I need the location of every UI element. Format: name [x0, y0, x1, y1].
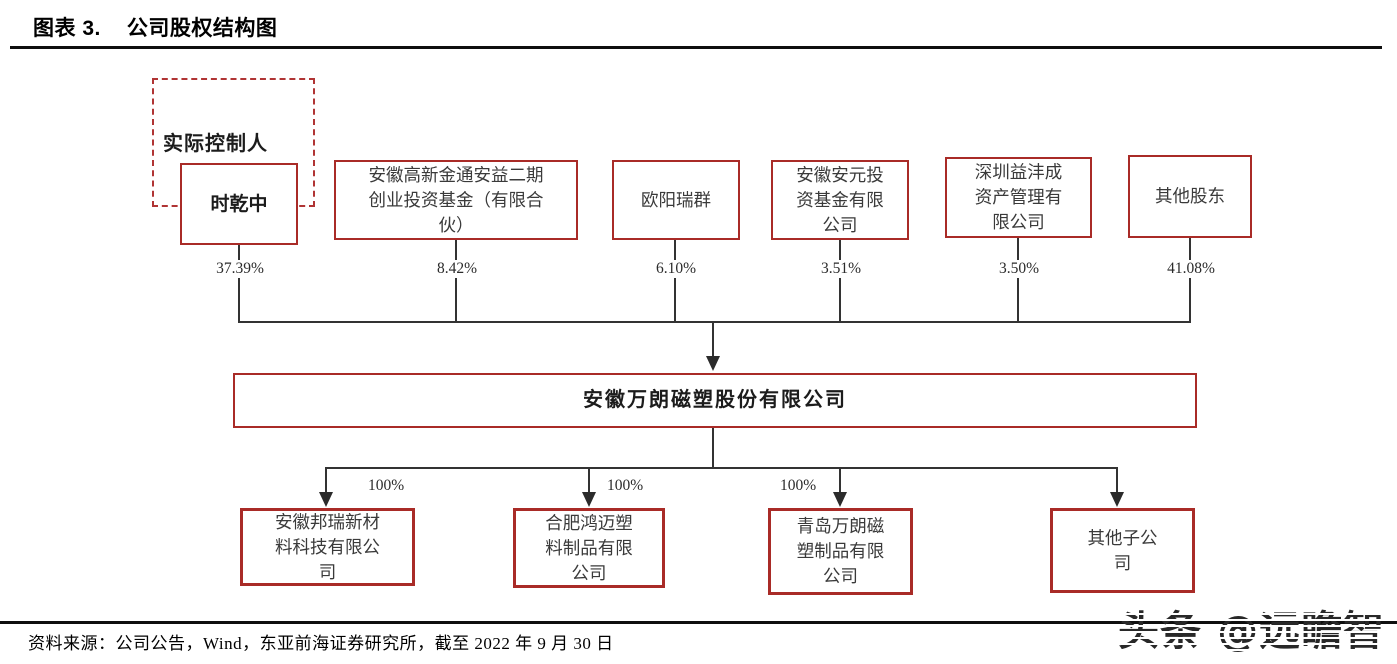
shareholder-box-others: 其他股东 — [1128, 155, 1252, 238]
title-rule — [10, 46, 1382, 49]
subsidiary-name: 青岛万朗磁塑制品有限公司 — [796, 516, 885, 586]
subsidiary-pct: 100% — [366, 477, 407, 495]
watermark-logo: 头条 @远瞻智库 — [1118, 597, 1397, 664]
connector-line — [1017, 238, 1019, 323]
ownership-pct: 41.08% — [1163, 260, 1219, 278]
ownership-pct: 6.10% — [651, 260, 701, 278]
shareholder-name: 时乾中 — [210, 193, 268, 215]
subsidiary-box-hefeihongmai: 合肥鸿迈塑料制品有限公司 — [513, 508, 665, 588]
company-box: 安徽万朗磁塑股份有限公司 — [233, 373, 1197, 428]
connector-line — [712, 321, 714, 358]
shareholder-box-anhuigaoxin: 安徽高新金通安益二期创业投资基金（有限合伙） — [334, 160, 578, 240]
company-name: 安徽万朗磁塑股份有限公司 — [583, 389, 847, 411]
connector-line — [588, 467, 590, 495]
subsidiary-name: 安徽邦瑞新材料科技有限公司 — [275, 511, 380, 582]
shareholder-name: 安徽安元投资基金有限公司 — [796, 164, 884, 235]
ownership-pct: 3.50% — [994, 260, 1044, 278]
connector-line — [674, 240, 676, 323]
arrow-down-icon — [833, 492, 847, 507]
subsidiary-pct: 100% — [605, 477, 646, 495]
connector-line — [839, 467, 841, 495]
subsidiary-name: 合肥鸿迈塑料制品有限公司 — [545, 512, 633, 583]
figure-title-text: 公司股权结构图 — [126, 17, 278, 40]
arrow-down-icon — [319, 492, 333, 507]
footer-rule — [0, 621, 1397, 624]
subsidiary-pct: 100% — [778, 477, 819, 495]
connector-bus-top — [238, 321, 1191, 323]
shareholder-box-shenzhenyifengcheng: 深圳益沣成资产管理有限公司 — [945, 157, 1092, 238]
shareholder-name: 欧阳瑞群 — [641, 189, 711, 210]
shareholder-name: 其他股东 — [1155, 186, 1225, 206]
subsidiary-box-others: 其他子公司 — [1050, 508, 1195, 593]
arrow-down-icon — [1110, 492, 1124, 507]
connector-line — [712, 428, 714, 469]
ownership-pct: 37.39% — [212, 260, 268, 278]
arrow-down-icon — [706, 356, 720, 371]
shareholder-name: 深圳益沣成资产管理有限公司 — [974, 162, 1063, 232]
shareholder-box-anhuianyuan: 安徽安元投资基金有限公司 — [771, 160, 909, 240]
shareholder-box-ouyangruiqun: 欧阳瑞群 — [612, 160, 740, 240]
shareholder-name: 安徽高新金通安益二期创业投资基金（有限合伙） — [368, 164, 544, 235]
figure-label: 图表 3. — [33, 17, 101, 40]
connector-line — [455, 240, 457, 323]
connector-bus-bottom — [325, 467, 1118, 469]
connector-line — [1116, 467, 1118, 495]
ownership-pct: 8.42% — [432, 260, 482, 278]
ownership-pct: 3.51% — [816, 260, 866, 278]
subsidiary-name: 其他子公司 — [1087, 527, 1158, 573]
source-note: 资料来源：公司公告，Wind，东亚前海证券研究所，截至 2022 年 9 月 3… — [28, 634, 614, 653]
actual-controller-label: 实际控制人 — [163, 133, 268, 155]
figure-title: 图表 3. 公司股权结构图 — [33, 12, 277, 42]
connector-line — [325, 467, 327, 495]
shareholder-box-shiqianzhong: 时乾中 — [180, 163, 298, 245]
connector-line — [238, 245, 240, 323]
subsidiary-box-qingdaowanlang: 青岛万朗磁塑制品有限公司 — [768, 508, 913, 595]
connector-line — [839, 240, 841, 323]
connector-line — [1189, 238, 1191, 323]
subsidiary-box-anhuibangrui: 安徽邦瑞新材料科技有限公司 — [240, 508, 415, 586]
arrow-down-icon — [582, 492, 596, 507]
